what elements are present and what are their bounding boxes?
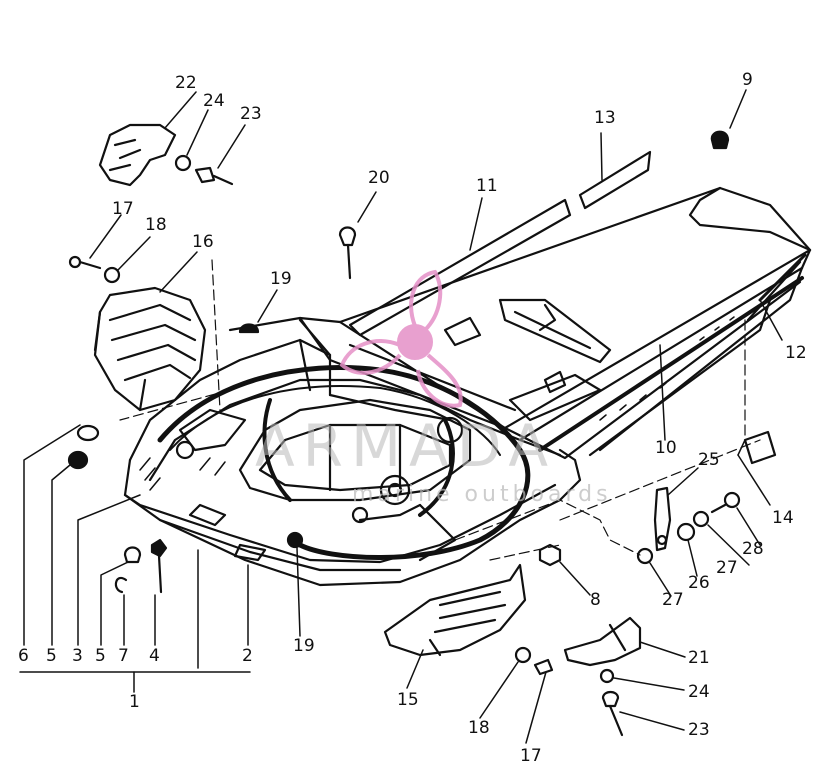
part-label-13: 13 <box>594 108 616 128</box>
part-19-grommet-bottom <box>286 531 304 549</box>
part-22-bracket <box>98 123 177 187</box>
part-4-stud <box>150 538 168 594</box>
part-label-17-top: 17 <box>112 199 134 219</box>
part-14-plate <box>743 430 777 465</box>
part-label-23-top: 23 <box>240 104 262 124</box>
part-label-25: 25 <box>698 450 720 470</box>
part-label-17-bottom: 17 <box>520 746 542 766</box>
part-label-5-right: 5 <box>95 646 106 666</box>
part-label-16: 16 <box>192 232 214 252</box>
main-frame-part-1 <box>123 186 812 587</box>
part-label-24-top: 24 <box>203 91 225 111</box>
part-label-5-left: 5 <box>46 646 57 666</box>
part-19-grommet-top <box>238 323 260 334</box>
part-label-27-left: 27 <box>662 590 684 610</box>
part-24-nut-bottom <box>599 668 615 684</box>
part-label-21: 21 <box>688 648 710 668</box>
part-12-rail <box>746 253 807 322</box>
part-6-washer <box>76 424 100 442</box>
part-27-washer-b <box>636 547 654 565</box>
part-label-2: 2 <box>242 646 253 666</box>
watermark-brand: ARMADA <box>255 412 557 480</box>
assembly-lines <box>119 259 761 561</box>
part-label-18-top: 18 <box>145 215 167 235</box>
part-label-9: 9 <box>742 70 753 90</box>
part-18-washer-bottom <box>514 646 532 664</box>
part-15-guard <box>383 563 527 657</box>
part-26-collar <box>676 522 696 542</box>
part-16-cover <box>93 286 207 412</box>
part-label-27-right: 27 <box>716 558 738 578</box>
part-11-decal-strip <box>348 198 572 337</box>
part-label-26: 26 <box>688 573 710 593</box>
part-label-20: 20 <box>368 168 390 188</box>
part-label-19-bottom: 19 <box>293 636 315 656</box>
part-9-knob <box>710 130 730 150</box>
watermark-logo <box>339 269 463 408</box>
part-21-bracket <box>563 616 642 667</box>
part-23-screw-top <box>194 166 234 186</box>
part-23-screw-bottom <box>601 690 624 737</box>
part-25-strap <box>653 486 672 552</box>
part-17-bolt-bottom <box>533 658 554 676</box>
part-label-24-bottom: 24 <box>688 682 710 702</box>
part-label-15: 15 <box>397 690 419 710</box>
part-7-clip <box>114 577 128 594</box>
part-20-pin <box>338 226 357 280</box>
part-label-11: 11 <box>476 176 498 196</box>
part-label-8: 8 <box>590 590 601 610</box>
part-8-nut <box>538 543 562 567</box>
part-label-18-bottom: 18 <box>468 718 490 738</box>
part-label-6: 6 <box>18 646 29 666</box>
part-17-bolt-top <box>68 255 102 270</box>
part-label-22: 22 <box>175 73 197 93</box>
watermark-subtitle: marine outboards <box>352 482 612 507</box>
part-5-bushing-a <box>67 450 89 470</box>
part-label-14: 14 <box>772 508 794 528</box>
part-label-28: 28 <box>742 539 764 559</box>
part-label-4: 4 <box>149 646 160 666</box>
part-label-10: 10 <box>655 438 677 458</box>
part-5-bushing-b <box>123 546 142 564</box>
part-24-nut-top <box>174 154 192 172</box>
part-18-washer-top <box>103 266 121 284</box>
leader-lines <box>19 89 783 744</box>
part-label-12: 12 <box>785 343 807 363</box>
part-label-7: 7 <box>118 646 129 666</box>
part-27-washer-a <box>692 510 710 528</box>
part-label-23-bottom: 23 <box>688 720 710 740</box>
part-label-19-top: 19 <box>270 269 292 289</box>
part-28-bolt <box>710 491 741 514</box>
part-label-3: 3 <box>72 646 83 666</box>
part-13-decal-strip <box>578 150 652 210</box>
part-label-1: 1 <box>129 692 140 712</box>
